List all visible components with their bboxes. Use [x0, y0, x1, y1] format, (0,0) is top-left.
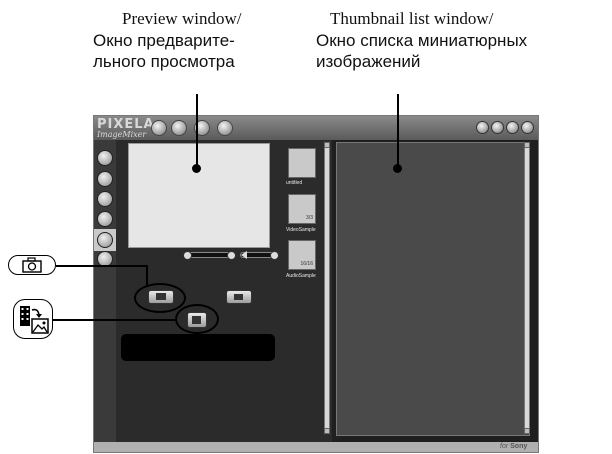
tools-icon[interactable]	[506, 121, 519, 134]
toolbar-button-2[interactable]	[171, 120, 187, 136]
thumbnail-caption-ru-line1: Окно списка миниатюрных	[316, 31, 528, 50]
album-scroll-up-arrow[interactable]	[324, 142, 330, 148]
thumbnail-scroll-up-arrow[interactable]	[524, 142, 530, 148]
album-list-panel	[280, 140, 332, 442]
preview-caption-en: Preview window/	[122, 9, 242, 28]
sidebar-button-6[interactable]	[97, 251, 113, 267]
toolbar-button-1[interactable]	[151, 120, 167, 136]
sidebar-button-capture[interactable]	[97, 232, 113, 248]
position-slider-left-knob[interactable]	[183, 251, 192, 260]
close-icon[interactable]	[521, 121, 534, 134]
thumbnail-caption-ru-line2: изображений	[316, 52, 421, 71]
thumbnail-pointer-dot	[393, 164, 402, 173]
album-thumbnail-2[interactable]: 3/3	[288, 194, 316, 224]
camera-icon	[22, 257, 42, 273]
thumbnail-list-window	[336, 142, 530, 436]
thumbnail-list-scrollbar[interactable]	[524, 142, 530, 434]
still-capture-callout	[8, 255, 56, 275]
sidebar-button-4[interactable]	[97, 211, 113, 227]
toolbar-button-4[interactable]	[217, 120, 233, 136]
sidebar-button-1[interactable]	[97, 150, 113, 166]
frame-capture-highlight	[175, 304, 219, 334]
preview-caption-ru-line2: льного просмотра	[93, 52, 235, 71]
album-scroll-down-arrow[interactable]	[324, 428, 330, 434]
title-bar	[94, 116, 538, 140]
minimize-icon[interactable]	[476, 121, 489, 134]
album-label-2: VideoSample	[286, 227, 316, 233]
help-icon[interactable]	[491, 121, 504, 134]
still-callout-line	[56, 265, 148, 267]
volume-slider-knob[interactable]	[270, 251, 279, 260]
status-bar	[94, 442, 538, 452]
frame-callout-line	[53, 319, 177, 321]
frame-capture-callout	[13, 299, 53, 339]
thumbnail-scroll-down-arrow[interactable]	[524, 428, 530, 434]
album-list-scrollbar[interactable]	[324, 142, 330, 434]
album-label-1: untitled	[286, 180, 303, 186]
preview-pointer-line	[196, 94, 198, 168]
thumbnail-pointer-line	[397, 94, 399, 168]
album-thumbnail-3[interactable]: 16/16	[288, 240, 316, 270]
capture-status-bar	[121, 334, 275, 361]
album-thumbnail-1[interactable]	[288, 148, 316, 178]
video-camera-icon	[234, 294, 243, 300]
still-callout-line-vertical	[146, 265, 148, 285]
film-to-image-icon	[20, 306, 49, 334]
sidebar-button-2[interactable]	[97, 171, 113, 187]
album-label-3: AudioSample	[286, 273, 316, 279]
still-capture-highlight	[134, 283, 186, 313]
video-capture-button[interactable]	[226, 290, 252, 304]
sidebar-button-3[interactable]	[97, 191, 113, 207]
thumbnail-caption-en: Thumbnail list window/	[330, 9, 494, 28]
speaker-icon	[241, 251, 247, 259]
position-slider-right-knob[interactable]	[227, 251, 236, 260]
preview-pointer-dot	[192, 164, 201, 173]
preview-caption-ru-line1: Окно предварите-	[93, 31, 235, 50]
toolbar-button-3[interactable]	[194, 120, 210, 136]
preview-window	[128, 143, 270, 248]
brand-label: for Sony	[500, 443, 528, 450]
app-logo: PIXELA	[97, 117, 155, 132]
app-logo-subtitle: ImageMixer	[97, 130, 147, 139]
